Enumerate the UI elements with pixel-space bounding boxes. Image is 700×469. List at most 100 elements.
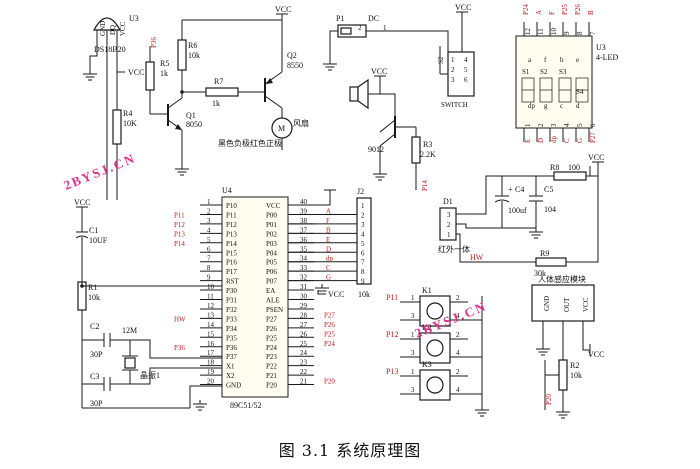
j2-pin: 7 [361,259,365,267]
s2-pin-4: 4 [464,56,468,64]
r3-ref: R3 [423,140,432,149]
resistor-r2: R2 10k P20 [544,359,582,419]
r5-value: 1k [160,69,168,78]
mcu-pin-name: VCC [266,202,281,210]
mcu-net-label: P14 [174,240,185,248]
mcu-pin-number: 18 [207,359,215,367]
watermark-left: 2BYSJ.CN [62,150,138,193]
s2-pin-5: 5 [464,66,468,74]
key-net-label: P12 [386,330,398,339]
led-bottom-pin: 2 [537,123,545,127]
mcu-pin-name: P33 [226,315,237,323]
mcu-pin-name: P07 [266,278,277,286]
mcu-pin-name: P25 [266,334,277,342]
mcu-pin-number: 12 [207,302,215,310]
mcu-pin-number: 28 [300,311,308,319]
mcu-pin-name: PSEN [266,306,283,314]
q-buzzer-value: 9012 [368,145,384,154]
p1-value: DC [368,14,379,23]
q2-vcc: VCC [275,5,291,14]
ds18b20-pin-vcc: VCC [119,21,127,36]
ir-receiver-d1: D1 3 2 1 红外一体 HW [438,166,591,263]
mcu-pin-number: 37 [300,226,308,234]
mcu-net-label: P26 [324,321,335,329]
mcu-pin-name: P26 [266,325,277,333]
led-bottom-pin: 1 [524,123,532,127]
mcu-pin-name: P17 [226,268,237,276]
q2-value: 8550 [287,61,303,70]
mcu-pin-name: P06 [266,268,277,276]
mcu-pin-number: 16 [207,340,215,348]
j2-pin: 2 [361,211,365,219]
ea-vcc-tie: VCC [314,283,344,299]
j2-pin: 5 [361,240,365,248]
ds18b20-ref: U3 [129,14,139,23]
mcu-pin-number: 3 [207,217,211,225]
led-bottom-label: dp [550,136,558,144]
mcu-pin-name: P00 [266,211,277,219]
mcu-net-label: P25 [324,330,335,338]
mcu-pin-name: P21 [266,372,277,380]
r8-value: 100 [568,163,580,172]
mcu-pin-name: P23 [266,353,277,361]
mcu-pin-number: 23 [300,359,308,367]
r8-ref: R8 [550,163,559,172]
mcu-pin-number: 1 [207,198,211,206]
mcu-pin-name: RST [226,278,240,286]
r4-ref: R4 [123,109,132,118]
resistor-r9: R9 30k [486,176,599,278]
c3-value: 30P [90,399,103,408]
key-button [426,376,444,394]
key-body [419,369,451,401]
buzzer: VCC [349,67,396,116]
key-button [426,302,444,320]
fan-ref: M [278,124,285,133]
mcu-pin-name: P16 [226,259,237,267]
dc-jack-p1: P1 DC 2 1 [322,14,449,71]
mcu-part: 89C51/52 [230,401,262,410]
mcu-net-label: E [326,236,330,244]
r9-ref: R9 [540,249,549,258]
c4-value: 100uf [508,206,527,215]
key-net-label: P11 [386,293,398,302]
switch-s2: S2 1 2 3 4 5 6 SWITCH VCC [437,3,475,109]
mcu-pin-name: P31 [226,297,237,305]
j2-pin: 4 [361,230,365,238]
mcu-net-label: P20 [324,378,335,386]
mcu-pin-name: P14 [226,240,237,248]
r7-ref: R7 [214,77,223,86]
mcu-pin-number: 21 [300,378,308,386]
mcu-pin-number: 38 [300,217,308,225]
led-digit-s1: S1 [522,68,530,76]
schematic-diagram: GND DQ VCC U3 DS18B20 P36 VCC R4 10K R5 … [62,3,618,419]
s2-vcc: VCC [455,3,471,12]
led-top-pin: 11 [537,28,545,35]
resistor-r5: R5 1k [145,46,169,114]
mcu-pin-name: P15 [226,249,237,257]
capacitor-c5: C5 104 [528,176,556,239]
resistor-r8: R8 100 VCC [536,153,605,181]
key-pin: 3 [411,349,415,357]
mcu-pin-name: P36 [226,344,237,352]
c1-value: 10UF [89,236,108,245]
resistor-r3: R3 2.2K P14 [411,127,436,191]
key-ref: K2 [422,323,432,332]
led-top-label: P25 [561,4,569,15]
mcu-pin-number: 34 [300,255,308,263]
reset-circuit: VCC C1 10UF R1 10k [74,198,222,408]
s2-ref: S2 [437,56,445,64]
led-top-label: P24 [522,4,530,15]
led-bottom-label: E [524,139,532,143]
mcu-pin-number: 6 [207,245,211,253]
mcu-pin-number: 7 [207,255,211,263]
led-seg-label: d [576,102,580,110]
ea-vcc: VCC [328,290,344,299]
mcu-pin-name: P13 [226,230,237,238]
c2-ref: C2 [90,322,99,331]
mcu-pin-number: 4 [207,226,211,234]
mcu-net-label: P12 [174,221,185,229]
mcu-pin-name: P20 [266,382,277,390]
j2-pin: 6 [361,249,365,257]
